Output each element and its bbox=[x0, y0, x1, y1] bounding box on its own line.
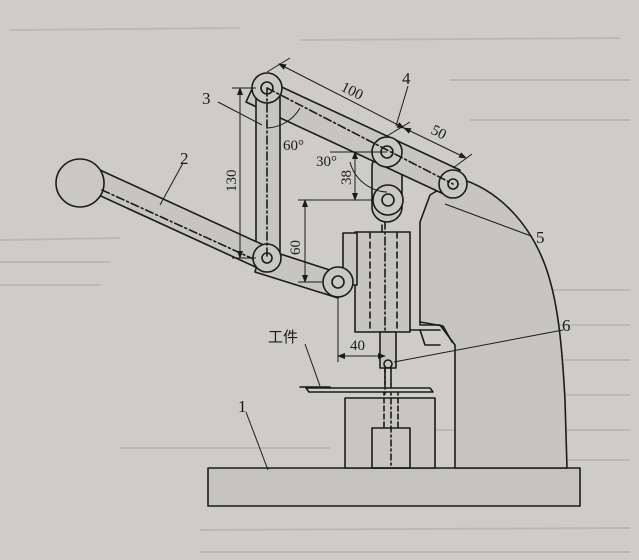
part-label-4: 4 bbox=[402, 69, 411, 88]
angle-30: 30° bbox=[316, 154, 337, 170]
part-label-3: 3 bbox=[202, 89, 211, 108]
mechanism-drawing bbox=[55, 72, 581, 507]
part-label-1: 1 bbox=[238, 397, 247, 416]
base-plate bbox=[207, 467, 581, 507]
punch bbox=[379, 331, 397, 369]
dimension-labels: 100 50 130 38 60 40 60° 30° bbox=[224, 79, 449, 354]
dim-50: 50 bbox=[428, 122, 449, 143]
dim-40: 40 bbox=[350, 338, 365, 354]
dimension-lines bbox=[159, 57, 564, 471]
dim-38: 38 bbox=[339, 170, 355, 185]
table-support bbox=[344, 397, 436, 469]
part-label-6: 6 bbox=[562, 316, 571, 335]
frame-inner-edge bbox=[419, 321, 453, 343]
angle-60: 60° bbox=[283, 138, 304, 154]
part-label-2: 2 bbox=[180, 149, 189, 168]
workpiece bbox=[305, 387, 434, 393]
frame-body bbox=[419, 177, 568, 469]
dim-130: 130 bbox=[224, 170, 240, 193]
workpiece-label: 工件 bbox=[268, 329, 298, 346]
part-labels: 3 2 4 5 6 1 bbox=[180, 69, 571, 416]
dim-60: 60 bbox=[288, 240, 304, 255]
punch-tip bbox=[383, 359, 393, 369]
link-3 bbox=[255, 91, 281, 263]
slider-block bbox=[354, 231, 411, 333]
part-label-5: 5 bbox=[536, 228, 545, 247]
handle-knob bbox=[55, 158, 105, 208]
